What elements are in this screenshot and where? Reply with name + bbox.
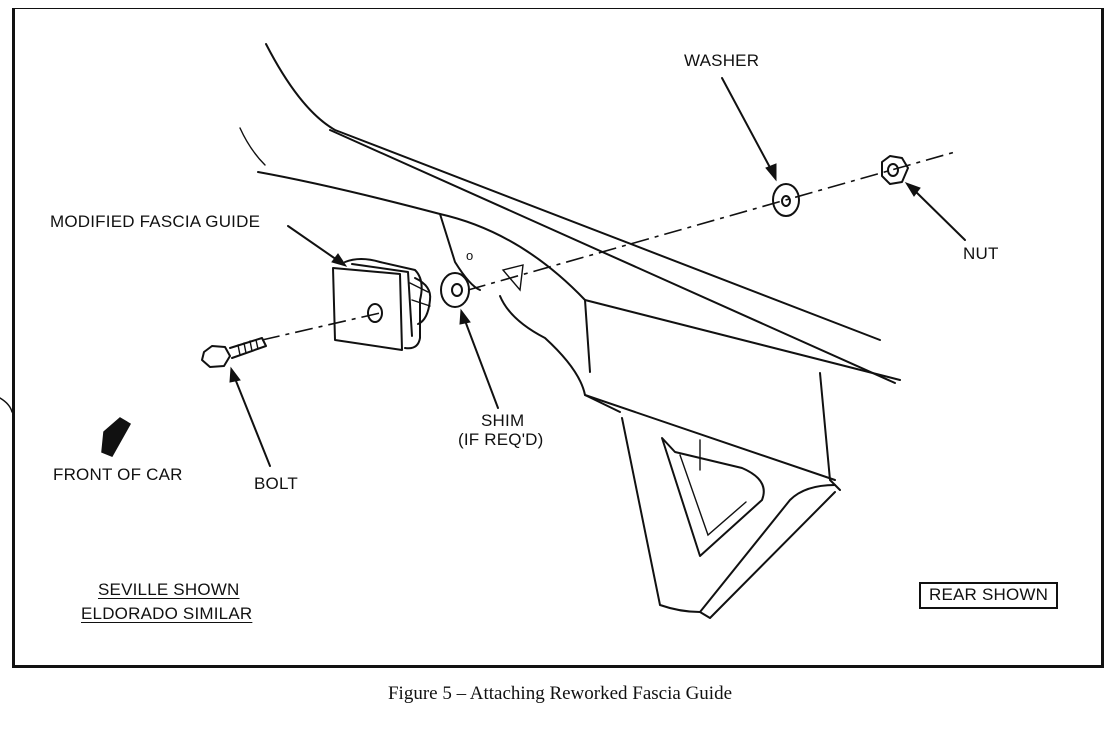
axis-line-right (467, 151, 956, 291)
axis-line-left (261, 312, 381, 341)
rear-shown-label: REAR SHOWN (919, 582, 1059, 609)
shim-note-label: (IF REQ'D) (458, 430, 544, 449)
shim-label: SHIM (481, 411, 525, 430)
bolt-label: BOLT (254, 474, 298, 493)
front-direction-arrow-icon (101, 417, 132, 457)
shim (440, 272, 470, 308)
small-mark-label: o (466, 248, 474, 263)
vehicle-body-panel (239, 43, 901, 619)
washer (772, 183, 800, 217)
bolt (201, 337, 267, 368)
nut (881, 155, 909, 185)
eldorado-similar-label: ELDORADO SIMILAR (81, 604, 253, 623)
seville-shown-label: SEVILLE SHOWN (98, 580, 240, 599)
nut-label: NUT (963, 244, 999, 263)
leader-arrows (229, 77, 966, 467)
figure-frame (12, 8, 1104, 668)
modified-fascia-guide-label: MODIFIED FASCIA GUIDE (50, 212, 261, 231)
frame-tick (0, 397, 13, 413)
figure-caption: Figure 5 – Attaching Reworked Fascia Gui… (387, 683, 733, 704)
modified-fascia-guide (332, 258, 432, 351)
washer-label: WASHER (684, 51, 760, 70)
front-of-car-label: FRONT OF CAR (53, 465, 183, 484)
